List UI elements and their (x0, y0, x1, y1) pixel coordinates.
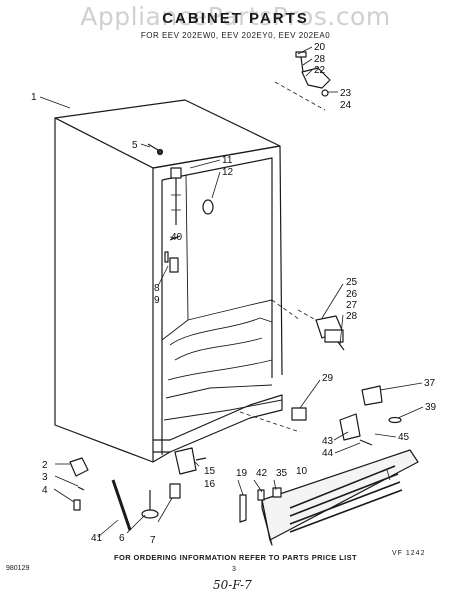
callout-label: 20 (314, 42, 326, 53)
callout-label: 35 (276, 468, 288, 479)
callout-label: 37 (424, 378, 436, 389)
callout-label: 9 (154, 295, 160, 306)
callout-label: 40 (171, 232, 183, 243)
toe-grille-part-10 (261, 449, 419, 546)
callout-label: 23 (340, 88, 352, 99)
callout-label: 19 (236, 468, 248, 479)
callout-label: 6 (119, 533, 125, 544)
callout-label: 27 (346, 300, 358, 311)
drawing-code: VF 1242 (392, 550, 426, 557)
handwritten-note: 50-F-7 (213, 578, 252, 592)
callout-label: 15 (204, 466, 216, 477)
callout-label: 43 (322, 436, 334, 447)
callout-label: 44 (322, 448, 334, 459)
left-bottom-parts (69, 457, 132, 531)
callout-label: 1 (31, 92, 37, 103)
callout-label: 45 (398, 432, 410, 443)
callout-label: 4 (42, 485, 48, 496)
diagram-title: CABINET PARTS (162, 10, 309, 27)
bottom-hinge-part-29 (291, 407, 307, 421)
callout-label: 41 (91, 533, 103, 544)
callout-label: 26 (346, 289, 358, 300)
callout-label: 29 (322, 373, 334, 384)
screw-part-5 (147, 143, 164, 156)
callout-label: 28 (346, 311, 358, 322)
toe-grille-brackets (339, 385, 402, 446)
callout-label: 28 (314, 54, 326, 65)
cabinet-shell (54, 99, 301, 463)
watermark: AppliancePartsPros.com (80, 2, 391, 31)
callout-label: 42 (256, 468, 268, 479)
document-code: 980129 (6, 565, 30, 572)
callout-label: 39 (425, 402, 437, 413)
bracket-part-11 (170, 167, 214, 225)
callout-label: 10 (296, 466, 308, 477)
callout-label: 3 (42, 472, 48, 483)
level-bracket-part-16 (174, 447, 207, 475)
top-hinge-assembly (274, 51, 331, 111)
middle-hinge-assembly (297, 309, 345, 351)
leveling-leg-part-6 (141, 483, 181, 519)
callout-label: 25 (346, 277, 358, 288)
callout-label: 7 (150, 535, 156, 546)
callout-labels: 1 2 3 4 5 6 7 8 9 10 11 12 15 16 19 20 2… (31, 42, 437, 546)
callout-label: 11 (222, 155, 233, 166)
callout-label: 12 (222, 167, 234, 178)
callout-label: 16 (204, 479, 216, 490)
callout-label: 5 (132, 140, 138, 151)
callout-label: 8 (154, 283, 160, 294)
ordering-note: FOR ORDERING INFORMATION REFER TO PARTS … (114, 553, 357, 562)
callout-label: 22 (314, 65, 326, 76)
page-number: 3 (232, 566, 236, 573)
callout-label: 2 (42, 460, 48, 471)
callout-label: 24 (340, 100, 352, 111)
model-numbers: FOR EEV 202EW0, EEV 202EY0, EEV 202EA0 (140, 31, 331, 40)
